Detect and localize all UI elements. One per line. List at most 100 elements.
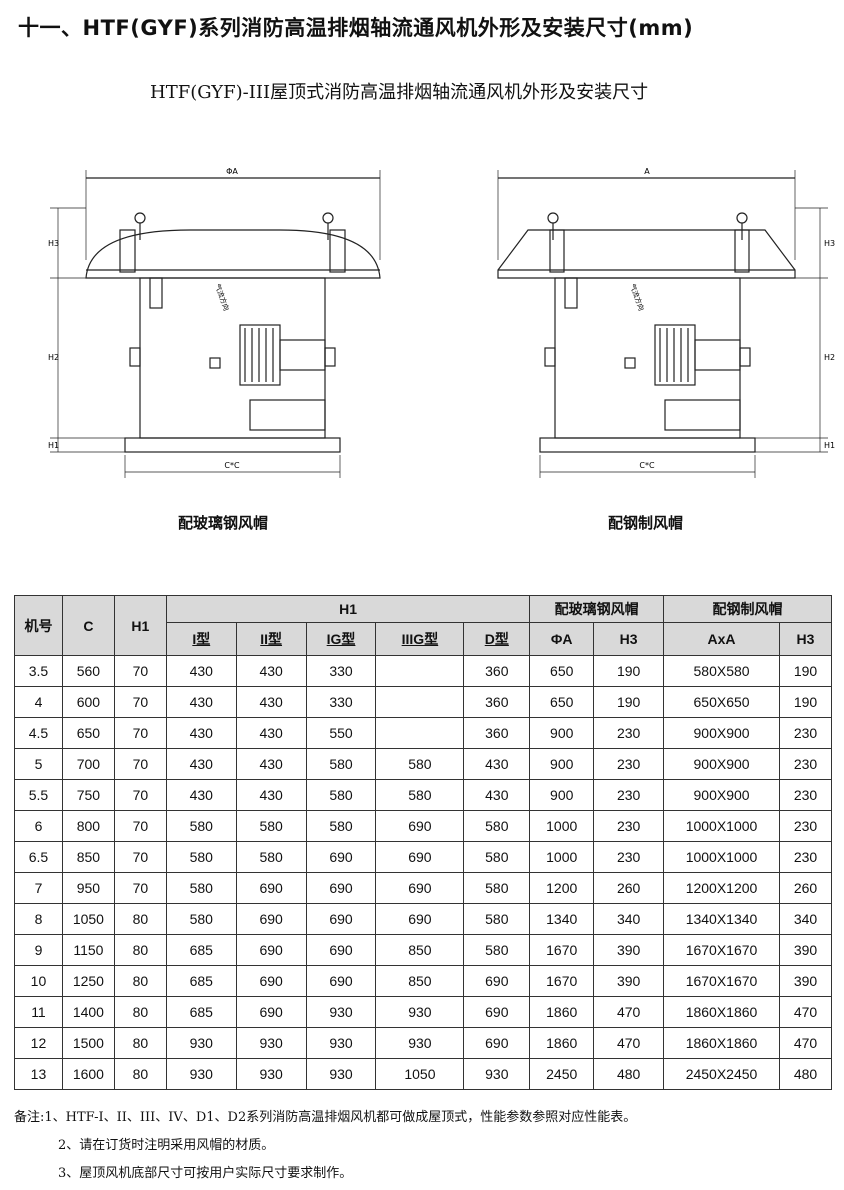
table-cell: 690 bbox=[235, 934, 307, 966]
table-cell: 850 bbox=[61, 841, 115, 873]
header-h3-steel: H3 bbox=[778, 622, 833, 656]
header-type-ii: II型 bbox=[235, 622, 307, 656]
table-cell: 3.5 bbox=[14, 655, 63, 687]
table-cell: 1670X1670 bbox=[663, 934, 780, 966]
table-cell: 1340 bbox=[529, 903, 595, 935]
table-cell: 690 bbox=[235, 965, 307, 997]
table-cell: 70 bbox=[113, 841, 167, 873]
table-cell: 190 bbox=[778, 686, 833, 718]
table-cell: 930 bbox=[235, 1058, 307, 1090]
dim-h1-label: H1 bbox=[48, 441, 59, 450]
table-cell: 1400 bbox=[61, 996, 115, 1028]
header-type-iiig: IIIG型 bbox=[375, 622, 465, 656]
table-cell: 1000 bbox=[529, 841, 595, 873]
table-cell: 190 bbox=[593, 686, 665, 718]
table-cell: 4.5 bbox=[14, 717, 63, 749]
table-cell: 930 bbox=[305, 1027, 377, 1059]
table-cell: 2450X2450 bbox=[663, 1058, 780, 1090]
table-cell: 8 bbox=[14, 903, 63, 935]
table-cell: 360 bbox=[463, 655, 531, 687]
table-cell: 850 bbox=[375, 965, 465, 997]
table-cell: 580 bbox=[463, 872, 531, 904]
table-cell: 470 bbox=[593, 1027, 665, 1059]
header-model: 机号 bbox=[14, 595, 63, 656]
table-cell: 12 bbox=[14, 1027, 63, 1059]
header-type-d: D型 bbox=[463, 622, 531, 656]
table-cell: 230 bbox=[593, 779, 665, 811]
table-cell: 480 bbox=[593, 1058, 665, 1090]
caption-fiberglass-hood: 配玻璃钢风帽 bbox=[178, 514, 269, 532]
table-cell: 70 bbox=[113, 779, 167, 811]
header-h1-group: H1 bbox=[165, 595, 531, 623]
table-cell: 230 bbox=[593, 748, 665, 780]
table-cell: 1670X1670 bbox=[663, 965, 780, 997]
table-cell: 690 bbox=[375, 872, 465, 904]
table-cell: 930 bbox=[375, 1027, 465, 1059]
table-cell: 80 bbox=[113, 934, 167, 966]
table-cell: 70 bbox=[113, 872, 167, 904]
table-cell: 1250 bbox=[61, 965, 115, 997]
table-cell: 11 bbox=[14, 996, 63, 1028]
table-cell: 70 bbox=[113, 748, 167, 780]
notes: 备注:1、HTF-I、II、III、IV、D1、D2系列消防高温排烟风机都可做成… bbox=[14, 1104, 636, 1188]
table-cell: 360 bbox=[463, 686, 531, 718]
table-cell: 470 bbox=[778, 996, 833, 1028]
note-3: 3、屋顶风机底部尺寸可按用户实际尺寸要求制作。 bbox=[58, 1166, 353, 1181]
table-cell: 900 bbox=[529, 717, 595, 749]
table-cell: 430 bbox=[165, 686, 237, 718]
table-cell: 930 bbox=[165, 1058, 237, 1090]
table-cell: 690 bbox=[235, 996, 307, 1028]
airflow-label: 气流方向 bbox=[213, 283, 231, 312]
dim-h2-label: H2 bbox=[48, 353, 59, 362]
table-cell: 950 bbox=[61, 872, 115, 904]
dim-phi-a-label: ΦA bbox=[226, 167, 238, 176]
table-cell: 230 bbox=[778, 748, 833, 780]
table-cell: 1500 bbox=[61, 1027, 115, 1059]
header-h3-fiberglass: H3 bbox=[593, 622, 665, 656]
table-cell: 6 bbox=[14, 810, 63, 842]
table-cell: 930 bbox=[305, 1058, 377, 1090]
table-cell: 1670 bbox=[529, 965, 595, 997]
table-cell: 580 bbox=[305, 779, 377, 811]
table-cell: 4 bbox=[14, 686, 63, 718]
table-cell: 700 bbox=[61, 748, 115, 780]
table-cell: 2450 bbox=[529, 1058, 595, 1090]
table-cell: 580 bbox=[165, 872, 237, 904]
table-cell: 690 bbox=[463, 965, 531, 997]
table-cell: 230 bbox=[593, 841, 665, 873]
table-cell: 430 bbox=[463, 748, 531, 780]
caption-steel-hood: 配钢制风帽 bbox=[608, 514, 684, 532]
dim-h3-label: H3 bbox=[824, 239, 835, 248]
table-cell: 1000X1000 bbox=[663, 841, 780, 873]
table-cell: 685 bbox=[165, 965, 237, 997]
fan-drawing-fiberglass-hood: ΦA C*C H3 H2 H1 气流方向 bbox=[48, 167, 381, 478]
table-cell bbox=[375, 717, 465, 749]
table-cell: 580 bbox=[235, 841, 307, 873]
dim-h3-label: H3 bbox=[48, 239, 59, 248]
table-cell: 685 bbox=[165, 934, 237, 966]
table-cell: 430 bbox=[165, 655, 237, 687]
table-cell: 580 bbox=[463, 810, 531, 842]
dim-cc-label: C*C bbox=[639, 461, 655, 470]
table-cell: 690 bbox=[305, 934, 377, 966]
page-title: 十一、HTF(GYF)系列消防高温排烟轴流通风机外形及安装尺寸(mm) bbox=[18, 16, 694, 40]
header-phi-a: ΦA bbox=[529, 622, 595, 656]
table-cell: 600 bbox=[61, 686, 115, 718]
table-cell: 580 bbox=[235, 810, 307, 842]
table-cell: 190 bbox=[778, 655, 833, 687]
dim-a-label: A bbox=[644, 167, 650, 176]
table-cell: 690 bbox=[235, 903, 307, 935]
table-cell: 230 bbox=[778, 841, 833, 873]
header-axa: AxA bbox=[663, 622, 780, 656]
table-cell: 690 bbox=[305, 965, 377, 997]
dimension-table: 机号 C H1 H1 配玻璃钢风帽 配钢制风帽 I型 II型 IG型 IIIG型… bbox=[14, 595, 833, 1090]
table-cell: 580 bbox=[463, 934, 531, 966]
table-cell: 930 bbox=[305, 996, 377, 1028]
dim-h2-label: H2 bbox=[824, 353, 835, 362]
table-cell: 5.5 bbox=[14, 779, 63, 811]
